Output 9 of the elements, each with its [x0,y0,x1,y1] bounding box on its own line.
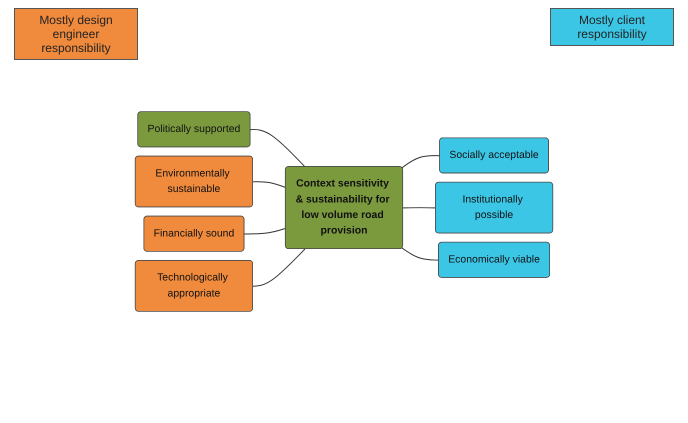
connector [250,129,306,168]
connector [244,228,286,234]
legend-swatch: Mostly design engineer responsibility [14,8,138,60]
legend-swatch: Mostly client responsibility [550,8,674,46]
connector [402,207,436,208]
connector [252,181,286,188]
connector [402,248,440,261]
connector [402,155,440,168]
connector [252,248,306,287]
